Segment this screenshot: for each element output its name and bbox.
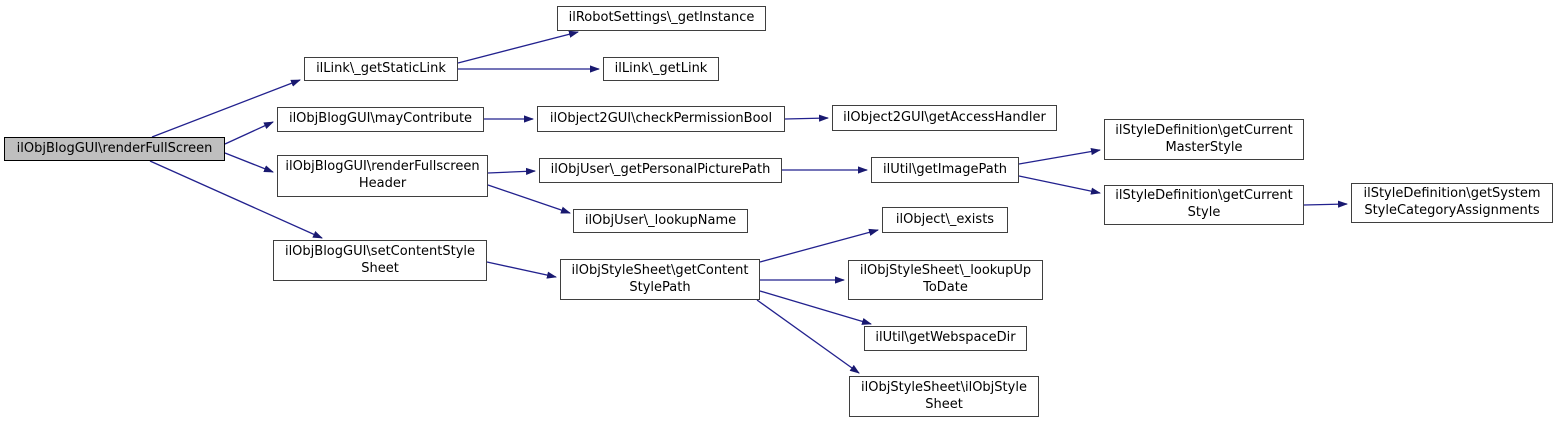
node-label: ilObjStyleSheet\getContent <box>571 262 749 278</box>
node-getStaticLink[interactable]: ilLink\_getStaticLink <box>304 57 458 81</box>
node-label: ilObject2GUI\getAccessHandler <box>843 109 1046 125</box>
node-label: Sheet <box>361 260 399 276</box>
edge-renderFullscreenHeader-to-getPersonalPicturePath <box>487 167 536 175</box>
node-label: ilStyleDefinition\getSystem <box>1363 186 1541 202</box>
edge-renderFullScreen-to-setContentStyleSheet <box>149 160 323 239</box>
edge-setContentStyleSheet-to-getContentStylePath <box>486 261 557 279</box>
node-label: ilLink\_getLink <box>614 60 708 76</box>
node-label: ilUtil\getWebspaceDir <box>875 330 1016 346</box>
node-getAccessHandler[interactable]: ilObject2GUI\getAccessHandler <box>832 105 1057 131</box>
node-label: Style <box>1187 205 1221 220</box>
node-label: ilObjStyleSheet\ilObjStyle <box>861 379 1027 395</box>
node-objectExists[interactable]: ilObject\_exists <box>882 207 1008 233</box>
node-getWebspaceDir[interactable]: ilUtil\getWebspaceDir <box>864 326 1027 351</box>
node-label: ilStyleDefinition\getCurrent <box>1115 122 1293 138</box>
edge-renderFullScreen-to-mayContribute <box>224 121 274 145</box>
node-label: ilObjUser\_getPersonalPicturePath <box>550 162 771 178</box>
node-label: ilObjBlogGUI\mayContribute <box>288 111 473 127</box>
edge-getContentStylePath-to-objStyleSheetCtor <box>756 299 860 374</box>
node-checkPermissionBool[interactable]: ilObject2GUI\checkPermissionBool <box>537 106 785 132</box>
node-label: ilStyleDefinition\getCurrent <box>1115 188 1293 204</box>
node-getLink[interactable]: ilLink\_getLink <box>603 57 719 81</box>
node-label: ilObjBlogGUI\renderFullScreen <box>16 140 213 156</box>
node-renderFullScreen: ilObjBlogGUI\renderFullScreen <box>4 137 225 161</box>
node-label: ilObjBlogGUI\setContentStyle <box>284 243 476 259</box>
node-lookupName[interactable]: ilObjUser\_lookupName <box>573 209 748 233</box>
edge-checkPermissionBool-to-getAccessHandler <box>784 114 829 122</box>
node-label: ilObjBlogGUI\renderFullscreen <box>285 159 480 175</box>
node-label: ilObjUser\_lookupName <box>584 212 737 228</box>
edge-getStaticLink-to-robotSettingsGetInstance <box>457 30 579 64</box>
node-mayContribute[interactable]: ilObjBlogGUI\mayContribute <box>277 107 484 132</box>
node-label: StylePath <box>629 279 691 295</box>
node-label: ilObject\_exists <box>895 211 995 227</box>
node-label: Header <box>358 176 407 191</box>
edge-getContentStylePath-to-getWebspaceDir <box>759 290 872 325</box>
node-label: ilRobotSettings\_getInstance <box>568 10 755 26</box>
node-getPersonalPicturePath[interactable]: ilObjUser\_getPersonalPicturePath <box>539 158 782 183</box>
edge-getCurrentStyle-to-getSystemStyleCategoryAssignments <box>1303 200 1348 208</box>
edge-getImagePath-to-getCurrentStyle <box>1018 175 1101 195</box>
edge-getContentStylePath-to-objectExists <box>759 228 879 263</box>
node-getImagePath[interactable]: ilUtil\getImagePath <box>871 157 1019 183</box>
node-label: ilUtil\getImagePath <box>882 161 1008 177</box>
node-robotSettingsGetInstance[interactable]: ilRobotSettings\_getInstance <box>557 6 766 31</box>
edge-renderFullScreen-to-renderFullscreenHeader <box>224 152 274 173</box>
node-label: MasterStyle <box>1165 139 1243 155</box>
node-label: ilLink\_getStaticLink <box>316 60 446 76</box>
node-label: ilObject2GUI\checkPermissionBool <box>549 110 773 126</box>
edge-renderFullscreenHeader-to-lookupName <box>487 184 571 214</box>
edge-renderFullScreen-to-getStaticLink <box>151 79 301 138</box>
node-label: ToDate <box>923 280 968 295</box>
node-label: Sheet <box>925 396 963 412</box>
node-label: StyleCategoryAssignments <box>1364 203 1540 218</box>
node-label: ilObjStyleSheet\_lookupUp <box>859 263 1032 279</box>
edge-getImagePath-to-getCurrentMasterStyle <box>1018 147 1101 165</box>
